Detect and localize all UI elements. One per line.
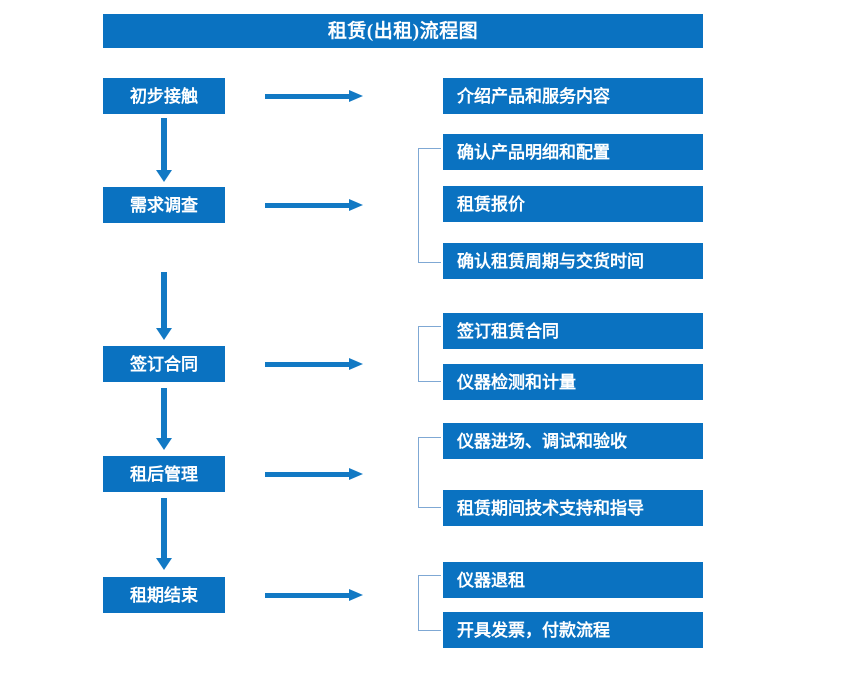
detail-label: 租赁报价 bbox=[457, 194, 525, 214]
detail-label: 介绍产品和服务内容 bbox=[457, 86, 610, 106]
arrow-shaft bbox=[265, 593, 349, 598]
stage-box-3[interactable]: 签订合同 bbox=[103, 346, 225, 382]
page-title: 租赁(出租)流程图 bbox=[327, 20, 479, 42]
stage-box-5[interactable]: 租期结束 bbox=[103, 577, 225, 613]
right-arrow-stage3 bbox=[265, 357, 363, 371]
down-arrow-stage3-stage4 bbox=[156, 388, 172, 450]
down-arrow-stage2-stage3 bbox=[156, 272, 172, 340]
arrow-head-icon bbox=[156, 558, 172, 570]
detail-box-7[interactable]: 仪器进场、调试和验收 bbox=[443, 423, 703, 459]
arrow-head-icon bbox=[349, 358, 363, 370]
detail-label: 仪器进场、调试和验收 bbox=[457, 431, 627, 451]
arrow-head-icon bbox=[156, 438, 172, 450]
right-arrow-stage5 bbox=[265, 588, 363, 602]
stage-label: 租期结束 bbox=[130, 585, 198, 605]
right-arrow-stage2 bbox=[265, 198, 363, 212]
detail-label: 仪器检测和计量 bbox=[457, 372, 576, 392]
detail-box-10[interactable]: 开具发票，付款流程 bbox=[443, 612, 703, 648]
detail-label: 确认租赁周期与交货时间 bbox=[457, 251, 644, 271]
group-bracket-end bbox=[418, 575, 441, 631]
arrow-shaft bbox=[265, 94, 349, 99]
detail-box-9[interactable]: 仪器退租 bbox=[443, 562, 703, 598]
stage-box-2[interactable]: 需求调查 bbox=[103, 187, 225, 223]
arrow-head-icon bbox=[156, 328, 172, 340]
arrow-shaft bbox=[265, 362, 349, 367]
detail-box-2[interactable]: 确认产品明细和配置 bbox=[443, 134, 703, 170]
arrow-shaft bbox=[265, 472, 349, 477]
stage-label: 需求调查 bbox=[130, 195, 198, 215]
detail-label: 仪器退租 bbox=[457, 570, 525, 590]
stage-box-4[interactable]: 租后管理 bbox=[103, 456, 225, 492]
flowchart-title-bar: 租赁(出租)流程图 bbox=[103, 14, 703, 48]
detail-box-3[interactable]: 租赁报价 bbox=[443, 186, 703, 222]
right-arrow-stage4 bbox=[265, 467, 363, 481]
arrow-shaft bbox=[161, 498, 167, 558]
detail-box-1[interactable]: 介绍产品和服务内容 bbox=[443, 78, 703, 114]
group-bracket-needs bbox=[418, 148, 441, 263]
arrow-shaft bbox=[161, 388, 167, 438]
down-arrow-stage4-stage5 bbox=[156, 498, 172, 570]
detail-label: 租赁期间技术支持和指导 bbox=[457, 498, 644, 518]
detail-box-6[interactable]: 仪器检测和计量 bbox=[443, 364, 703, 400]
arrow-head-icon bbox=[349, 90, 363, 102]
arrow-head-icon bbox=[349, 468, 363, 480]
arrow-shaft bbox=[161, 118, 167, 170]
arrow-shaft bbox=[265, 203, 349, 208]
arrow-head-icon bbox=[156, 170, 172, 182]
detail-box-8[interactable]: 租赁期间技术支持和指导 bbox=[443, 490, 703, 526]
stage-label: 初步接触 bbox=[130, 86, 198, 106]
detail-label: 开具发票，付款流程 bbox=[457, 620, 610, 640]
detail-label: 确认产品明细和配置 bbox=[457, 142, 610, 162]
group-bracket-contract bbox=[418, 326, 441, 382]
right-arrow-stage1 bbox=[265, 89, 363, 103]
arrow-head-icon bbox=[349, 199, 363, 211]
stage-box-1[interactable]: 初步接触 bbox=[103, 78, 225, 114]
group-bracket-management bbox=[418, 437, 441, 508]
arrow-head-icon bbox=[349, 589, 363, 601]
detail-box-4[interactable]: 确认租赁周期与交货时间 bbox=[443, 243, 703, 279]
down-arrow-stage1-stage2 bbox=[156, 118, 172, 182]
stage-label: 签订合同 bbox=[130, 354, 198, 374]
detail-box-5[interactable]: 签订租赁合同 bbox=[443, 313, 703, 349]
arrow-shaft bbox=[161, 272, 167, 328]
stage-label: 租后管理 bbox=[130, 464, 198, 484]
detail-label: 签订租赁合同 bbox=[457, 321, 559, 341]
